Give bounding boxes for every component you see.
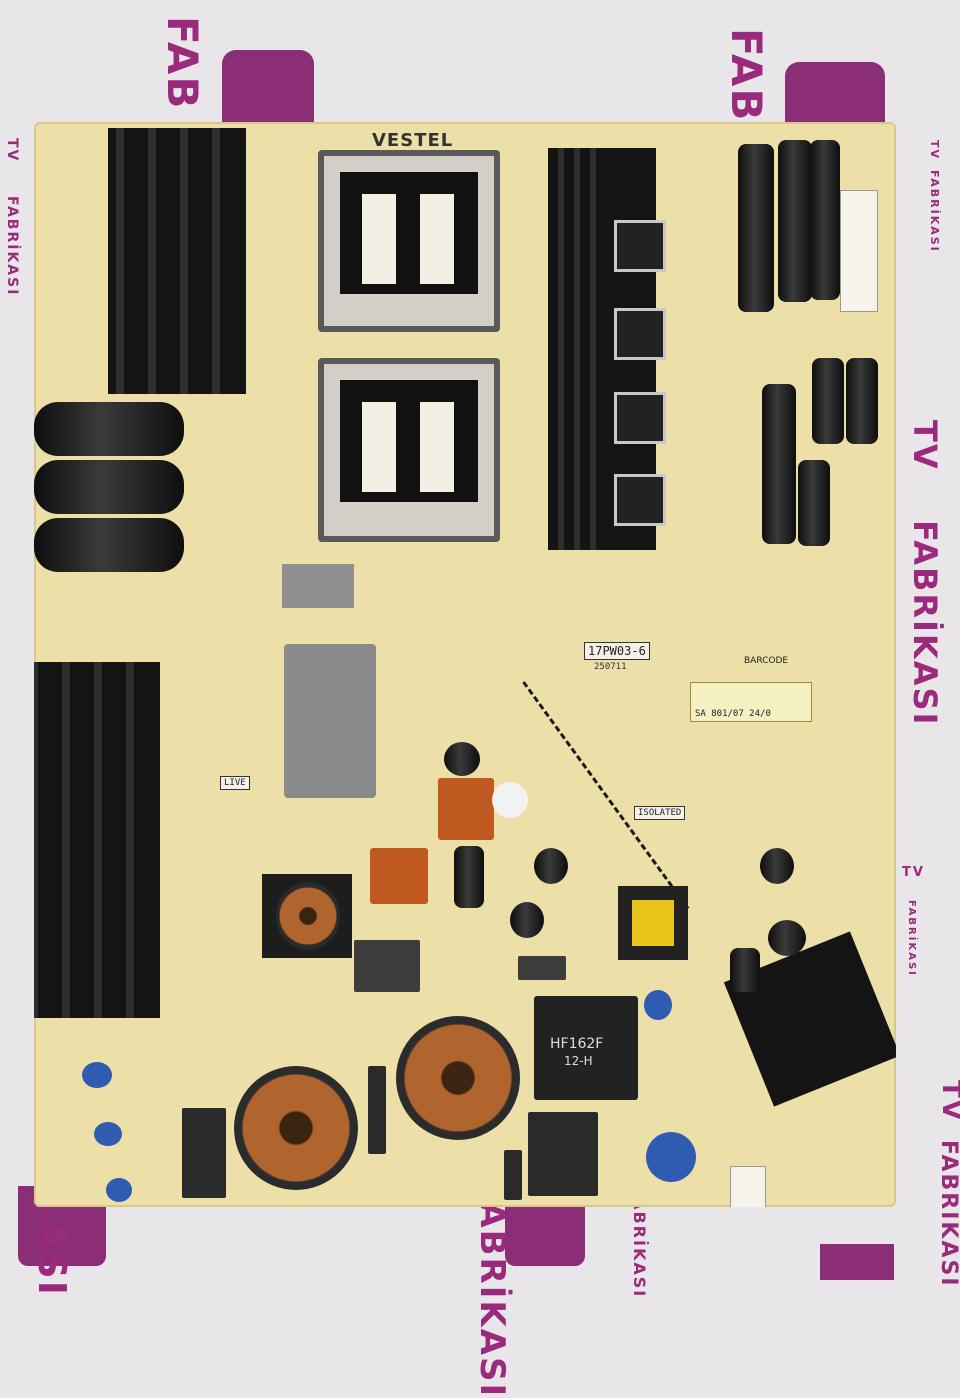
component-block-1 bbox=[182, 1108, 226, 1198]
barcode-sticker: SA 801/07 24/0 bbox=[690, 682, 812, 722]
capacitor-tr-3 bbox=[810, 140, 840, 300]
live-label: LIVE bbox=[220, 776, 250, 790]
watermark-right-low-brand: FABRİKASI bbox=[936, 1140, 960, 1288]
capacitor-mr-3 bbox=[846, 358, 878, 444]
transistor-1 bbox=[614, 220, 666, 272]
pad-bottom-mid bbox=[505, 1196, 585, 1266]
watermark-top-mid: FAB bbox=[722, 28, 771, 123]
capacitor-small-7 bbox=[454, 846, 484, 908]
model-date: 250711 bbox=[594, 662, 627, 672]
component-block-5 bbox=[354, 940, 420, 992]
common-mode-choke-right bbox=[396, 1016, 520, 1140]
capacitor-left-1 bbox=[34, 402, 184, 456]
y-capacitor-3 bbox=[82, 1062, 112, 1088]
component-gray-block bbox=[282, 564, 354, 608]
watermark-right-mid-brand: FABRİKASI bbox=[906, 900, 917, 977]
heatsink-bottom-left bbox=[34, 662, 160, 1018]
y-capacitor-1 bbox=[646, 1132, 696, 1182]
capacitor-small-6 bbox=[730, 948, 760, 992]
relay: HF162F 12-H bbox=[534, 996, 638, 1100]
capacitor-small-1 bbox=[510, 902, 544, 938]
relay-coil: 12-H bbox=[564, 1054, 593, 1068]
capacitor-mr-1 bbox=[762, 384, 796, 544]
capacitor-small-5 bbox=[768, 920, 806, 956]
common-mode-choke-left bbox=[234, 1066, 358, 1190]
component-block-3 bbox=[368, 1066, 386, 1154]
power-supply-board: VESTEL bbox=[34, 122, 896, 1207]
watermark-right-tv: TV bbox=[906, 420, 944, 471]
watermark-bottom-right: FABRİKASI bbox=[630, 1186, 649, 1299]
component-block-2 bbox=[528, 1112, 598, 1196]
y-capacitor-4 bbox=[94, 1122, 122, 1146]
capacitor-small-2 bbox=[534, 848, 568, 884]
capacitor-small-3 bbox=[444, 742, 480, 776]
transformer-upper bbox=[318, 150, 500, 332]
maker-mark: VESTEL bbox=[372, 130, 454, 151]
isolated-label: ISOLATED bbox=[634, 806, 686, 820]
model-label: 17PW03-6 bbox=[584, 642, 650, 660]
transistor-3 bbox=[614, 392, 666, 444]
watermark-right-mid-tv: TV bbox=[902, 865, 925, 880]
heatsink-top-left bbox=[108, 128, 246, 394]
capacitor-left-2 bbox=[34, 460, 184, 514]
pad-bottom-right bbox=[820, 1244, 894, 1280]
transformer-lower bbox=[318, 358, 500, 542]
transistor-4 bbox=[614, 474, 666, 526]
transformer-small bbox=[284, 644, 376, 798]
y-capacitor-5 bbox=[106, 1178, 132, 1202]
watermark-right-brand: FABRİKASI bbox=[906, 520, 944, 727]
watermark-left-tv: TV bbox=[4, 138, 20, 163]
capacitor-left-3 bbox=[34, 518, 184, 572]
component-block-4 bbox=[504, 1150, 522, 1200]
barcode-line: SA 801/07 24/0 bbox=[695, 709, 771, 719]
connector-top-right bbox=[840, 190, 878, 312]
capacitor-tr-2 bbox=[778, 140, 812, 302]
watermark-bottom-left: ASI bbox=[30, 1220, 74, 1297]
watermark-left-brand: FABRİKASI bbox=[4, 196, 20, 297]
watermark-bottom-mid: FABRİKASI bbox=[472, 1180, 512, 1398]
capacitor-small-4 bbox=[760, 848, 794, 884]
connector-bottom-right bbox=[730, 1166, 766, 1207]
watermark-right-small-tv: TV bbox=[928, 140, 941, 161]
watermark-right-small-brand: FABRİKASI bbox=[928, 170, 941, 253]
film-capacitor-2 bbox=[370, 848, 428, 904]
white-capacitor bbox=[492, 782, 528, 818]
y-capacitor-2 bbox=[644, 990, 672, 1020]
capacitor-mr-4 bbox=[798, 460, 830, 546]
watermark-top-left: FAB bbox=[158, 16, 207, 111]
barcode-title: BARCODE bbox=[744, 656, 789, 666]
film-capacitor-1 bbox=[438, 778, 494, 840]
inductor-mid-left bbox=[262, 874, 352, 958]
capacitor-mr-2 bbox=[812, 358, 844, 444]
transistor-2 bbox=[614, 308, 666, 360]
watermark-right-low-tv: TV bbox=[936, 1080, 960, 1122]
pad-top-left bbox=[222, 50, 314, 130]
component-block-6 bbox=[518, 956, 566, 980]
capacitor-tr-1 bbox=[738, 144, 774, 312]
relay-brand: HF162F bbox=[550, 1036, 604, 1052]
transformer-yellow bbox=[618, 886, 688, 960]
